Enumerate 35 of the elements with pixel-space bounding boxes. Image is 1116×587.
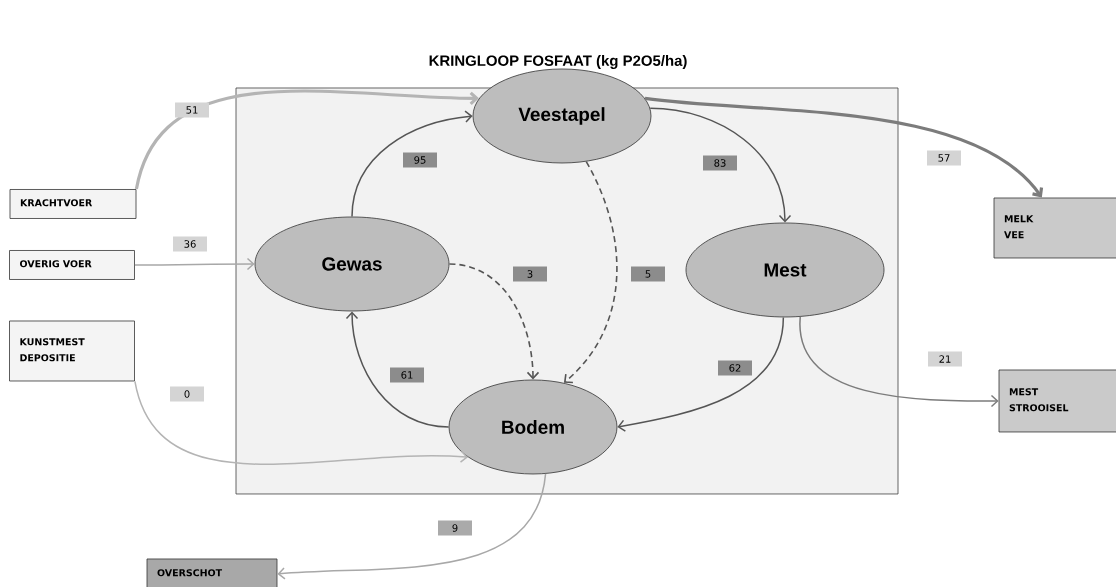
arrow [649, 107, 792, 223]
arrow [617, 316, 785, 432]
edge-label: 3 [513, 266, 547, 282]
flow-box: KRACHTVOER [9, 189, 137, 219]
title: KRINGLOOP FOSFAAT (kg P2O5/ha) [429, 55, 687, 69]
edge-label: 0 [170, 386, 204, 402]
arrow [134, 380, 469, 465]
arrow [345, 311, 450, 428]
arrow [799, 316, 999, 408]
arrow [448, 263, 540, 380]
arrow [351, 110, 473, 218]
edge-label: 95 [403, 152, 437, 168]
flow-box: OVERSCHOT [146, 558, 278, 587]
ellipse-node: Mest [685, 222, 885, 318]
flow-box: OVERIG VOER [9, 250, 135, 280]
edge-label: 21 [928, 351, 962, 367]
edge-label: 51 [175, 102, 209, 118]
arrow [277, 473, 547, 580]
flow-box: MELK VEE [993, 197, 1116, 259]
edge-label: 36 [173, 236, 207, 252]
edge-label: 5 [631, 266, 665, 282]
arrow [563, 160, 618, 384]
flow-box: MEST STROOISEL [998, 369, 1116, 433]
arrow [644, 96, 1044, 198]
ellipse-node: Veestapel [472, 68, 652, 164]
edge-label: 57 [927, 150, 961, 166]
edge-label: 9 [438, 520, 472, 536]
arrow [134, 89, 480, 190]
flow-box: KUNSTMEST DEPOSITIE [9, 320, 135, 382]
ellipse-node: Bodem [448, 379, 618, 475]
arrow [134, 257, 255, 271]
ellipse-node: Gewas [254, 216, 450, 312]
edge-label: 61 [390, 367, 424, 383]
edge-label: 83 [703, 155, 737, 171]
edge-label: 62 [718, 360, 752, 376]
